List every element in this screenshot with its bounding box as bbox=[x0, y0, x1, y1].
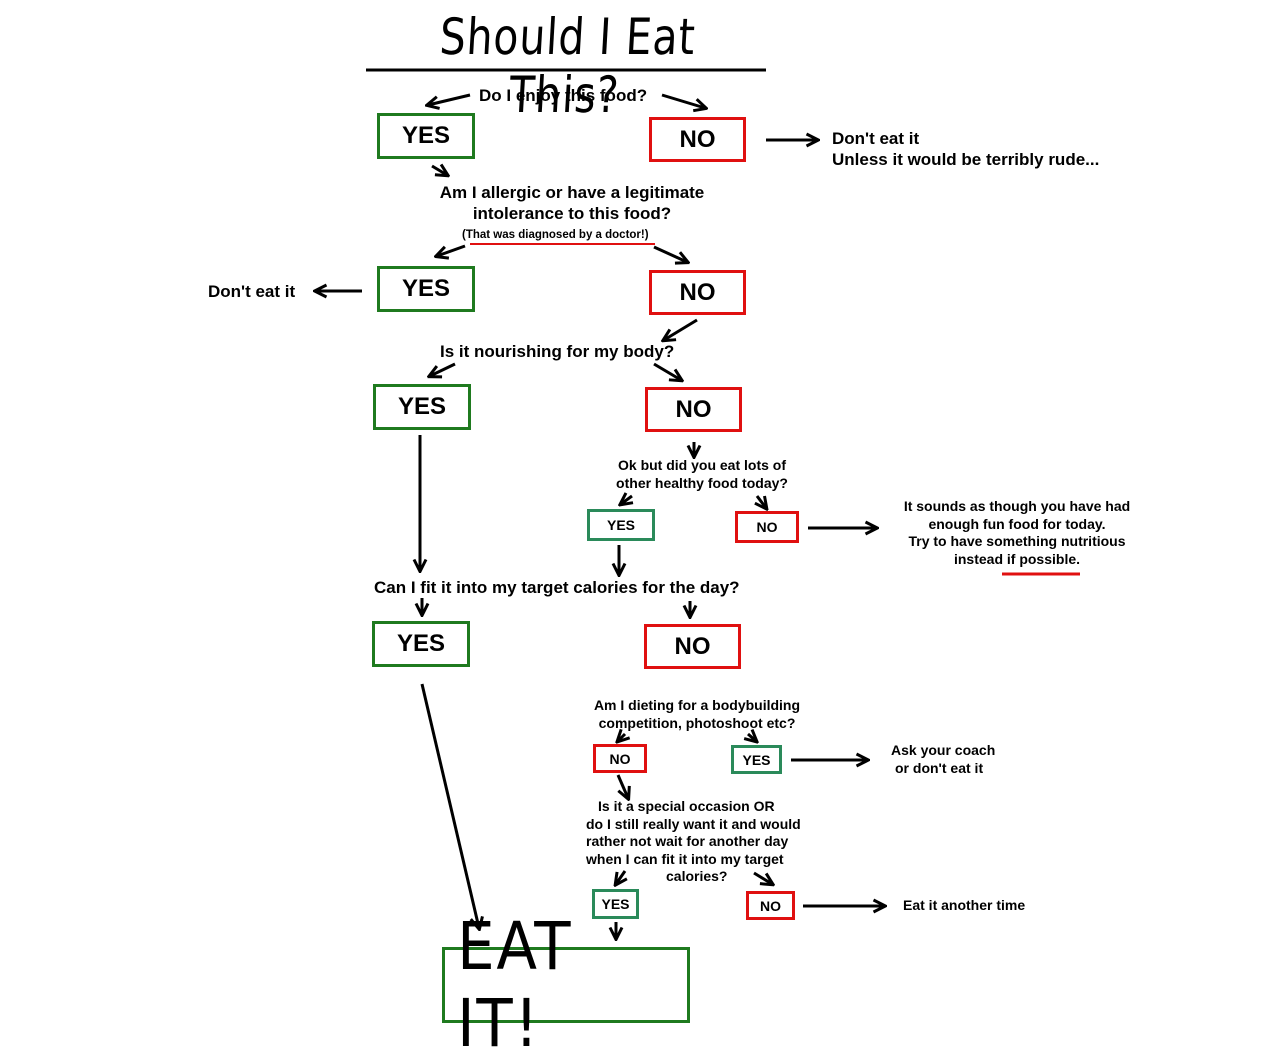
flowchart-connectors bbox=[0, 68, 1080, 1024]
q3b-no-result: It sounds as though you have had enough … bbox=[903, 498, 1131, 567]
arrow-q3-yes bbox=[430, 362, 456, 376]
arrow-q2-no bbox=[653, 245, 687, 262]
arrow-q1-no bbox=[661, 93, 705, 108]
arrow-q5no-q6 bbox=[616, 774, 628, 798]
q5-no-box: NO bbox=[593, 744, 647, 773]
q4-yes-box: YES bbox=[372, 621, 470, 667]
doctor-note: (That was diagnosed by a doctor!) bbox=[462, 229, 649, 241]
q1-no-box: NO bbox=[649, 117, 746, 162]
question-nourishing: Is it nourishing for my body? bbox=[440, 342, 675, 361]
q6-no-result: Eat it another time bbox=[903, 897, 1026, 913]
q2-yes-box: YES bbox=[377, 266, 475, 312]
question-target-calories: Can I fit it into my target calories for… bbox=[374, 578, 740, 597]
eat-it-label: EAT IT! bbox=[457, 908, 573, 1062]
arrow-q2-yes bbox=[437, 244, 466, 256]
question-healthy-today: Ok but did you eat lots of other healthy… bbox=[616, 457, 788, 491]
q4-no-box: NO bbox=[644, 624, 741, 669]
arrow-q5-yes bbox=[748, 734, 756, 741]
q2-no-box: NO bbox=[649, 270, 746, 315]
q6-yes-box: YES bbox=[592, 889, 639, 919]
arrow-q3-no bbox=[653, 362, 681, 380]
arrow-q1-yes bbox=[428, 93, 471, 105]
arrow-q6-yes bbox=[616, 870, 625, 884]
eat-it-box: EAT IT! bbox=[442, 908, 690, 1062]
question-special-occasion: Is it a special occasion OR do I still r… bbox=[586, 798, 801, 884]
arrow-q2no-q3 bbox=[664, 318, 698, 340]
arrow-q1yes-q2 bbox=[431, 166, 447, 175]
q3b-no-box: NO bbox=[735, 511, 799, 543]
arrow-q3b-yes bbox=[621, 496, 632, 504]
q3-yes-box: YES bbox=[373, 384, 471, 430]
arrow-q3b-no bbox=[757, 495, 766, 508]
q5-yes-result: Ask your coach or don't eat it bbox=[891, 742, 996, 776]
question-enjoy: Do I enjoy this food? bbox=[479, 86, 648, 105]
question-bodybuilding: Am I dieting for a bodybuilding competit… bbox=[593, 697, 801, 731]
q1-yes-box: YES bbox=[377, 113, 475, 159]
arrow-q5-no bbox=[618, 734, 625, 741]
q1-no-result: Don't eat it Unless it would be terribly… bbox=[832, 129, 1100, 170]
arrow-q4yes-final bbox=[420, 683, 479, 928]
question-allergic: Am I allergic or have a legitimate intol… bbox=[439, 183, 705, 224]
q2-yes-result: Don't eat it bbox=[208, 282, 296, 301]
q6-no-box: NO bbox=[746, 891, 795, 920]
q5-yes-box: YES bbox=[731, 745, 782, 774]
q3-no-box: NO bbox=[645, 387, 742, 432]
page-title: Should I Eat This? bbox=[438, 8, 698, 124]
q3b-yes-box: YES bbox=[587, 509, 655, 541]
arrow-q6-no bbox=[753, 871, 772, 884]
